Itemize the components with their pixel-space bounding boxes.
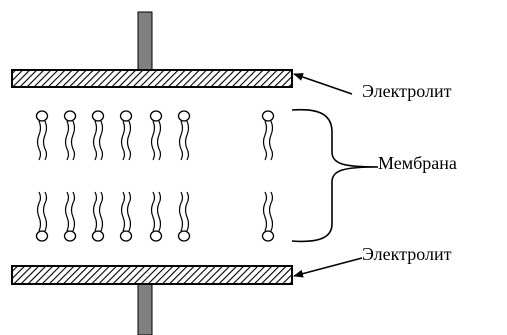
lipid-head-lower xyxy=(119,230,133,242)
lipid-tail-upper xyxy=(150,120,162,161)
lipid-tail-upper xyxy=(178,120,190,161)
lipid-head-upper xyxy=(63,110,77,122)
lipid-tail-upper xyxy=(64,120,76,161)
lipid-head-upper xyxy=(177,110,191,122)
lipid-tail-upper xyxy=(92,120,104,161)
bottom-electrolyte-arrow xyxy=(293,257,363,278)
lipid-head-lower xyxy=(261,230,275,242)
lipid-bilayer xyxy=(35,110,275,242)
lipid-tail-upper xyxy=(120,120,132,161)
lipid-tail-upper xyxy=(262,120,274,161)
lipid-head-upper xyxy=(35,110,49,122)
lipid-tail-lower xyxy=(150,191,162,232)
lipid-head-upper xyxy=(119,110,133,122)
top-electrolyte-arrow xyxy=(293,73,353,95)
lipid-head-upper xyxy=(91,110,105,122)
lipid-tail-upper xyxy=(36,120,48,161)
lipid-tail-lower xyxy=(120,191,132,232)
lipid-head-lower xyxy=(177,230,191,242)
top-electrode-plate xyxy=(11,69,293,88)
lipid-head-lower xyxy=(35,230,49,242)
bottom-rod xyxy=(137,283,153,335)
lipid-tail-lower xyxy=(92,191,104,232)
lipid-tail-lower xyxy=(36,191,48,232)
membrane-brace xyxy=(291,108,379,243)
lipid-head-lower xyxy=(149,230,163,242)
lipid-head-upper xyxy=(149,110,163,122)
electrolyte-label-top: Электролит xyxy=(362,81,452,101)
bottom-electrode-plate xyxy=(11,265,293,285)
top-rod xyxy=(137,11,153,71)
lipid-head-upper xyxy=(261,110,275,122)
lipid-head-lower xyxy=(91,230,105,242)
lipid-tail-lower xyxy=(64,191,76,232)
membrane-label: Мембрана xyxy=(378,153,457,173)
lipid-tail-lower xyxy=(178,191,190,232)
lipid-tail-lower xyxy=(262,191,274,232)
electrolyte-label-bottom: Электролит xyxy=(362,244,452,264)
lipid-head-lower xyxy=(63,230,77,242)
